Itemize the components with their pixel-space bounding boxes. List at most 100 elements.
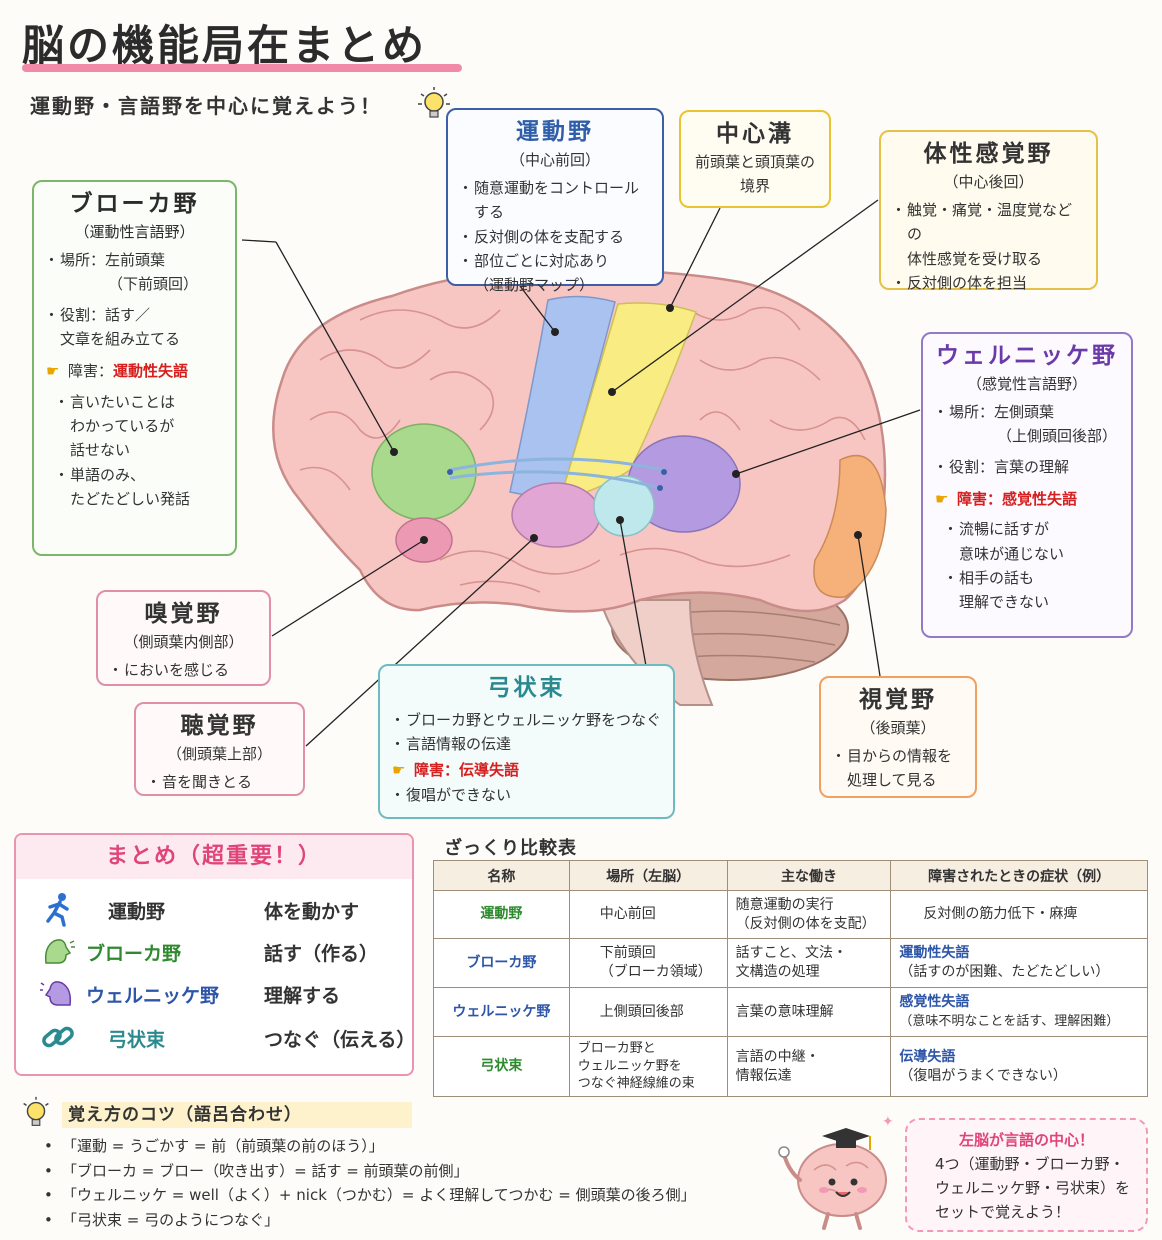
arcuate-disorder-label: 障害： [414, 761, 460, 780]
broca-area-region [371, 423, 477, 521]
bubble-line-1: 4つ（運動野・ブローカ野・ [935, 1155, 1125, 1173]
arcuate-fasciculus-fibers [449, 457, 665, 490]
leader-dots [390, 304, 862, 544]
arcuate-item-1: ブローカ野とウェルニッケ野をつなぐ [390, 708, 661, 733]
table-cell-name: ブローカ野 [433, 938, 570, 988]
summary-name: 運動野 [108, 901, 166, 923]
broca-heading: ブローカ野 [69, 191, 200, 217]
comparison-table-title: ざっくり比較表 [444, 838, 577, 859]
bubble-line-3: セットで覚えよう！ [935, 1203, 1071, 1221]
table-cell-symptom: 運動性失語（話すのが困難、たどたどしい） [890, 938, 1148, 988]
table-header: 障害されたときの症状（例） [890, 860, 1148, 891]
brain-mascot-icon: ✦ [778, 1114, 894, 1230]
arcuate-fasciculus-box: 弓状束 ブローカ野とウェルニッケ野をつなぐ 言語情報の伝達 ☛障害：伝導失語 復… [378, 664, 675, 819]
table-cell-place: 上側頭回後部 [568, 987, 728, 1037]
broca-disorder-name: 運動性失語 [113, 362, 189, 381]
table-cell-func: 言葉の意味理解 [726, 987, 892, 1037]
olfactory-heading: 嗅覚野 [144, 601, 223, 627]
summary-name: ウェルニッケ野 [86, 985, 220, 1007]
memory-tips-heading: 覚え方のコツ（語呂合わせ） [62, 1102, 412, 1128]
leader-lines [241, 199, 921, 747]
summary-row-broca: ブローカ野 話す（作る） [36, 933, 406, 973]
table-header: 名称 [433, 860, 570, 891]
gyri-lines [299, 306, 866, 593]
running-person-icon [46, 893, 69, 927]
table-cell-place: ブローカ野とウェルニッケ野をつなぐ神経線維の束 [568, 1036, 728, 1097]
table-cell-name: 運動野 [433, 890, 570, 939]
page-title: 脳の機能局在まとめ [22, 21, 428, 70]
broca-symptom-2: 単語のみ、たどたどしい発話 [54, 463, 223, 512]
summary-row-wernicke: ウェルニッケ野 理解する [36, 975, 406, 1015]
arcuate-area-region [593, 475, 655, 537]
arcuate-heading: 弓状束 [487, 675, 566, 701]
svg-text:✦: ✦ [882, 1114, 894, 1130]
table-row: 運動野 中心前回 随意運動の実行（反対側の体を支配） 反対側の筋力低下・麻痺 [433, 890, 1148, 939]
table-cell-symptom: 伝導失語（復唱がうまくできない） [890, 1036, 1148, 1097]
broca-role-detail: 文章を組み立てる [60, 330, 181, 349]
table-header: 主な働き [726, 860, 892, 891]
arcuate-extra: 復唱ができない [390, 783, 661, 808]
brain-diagram [241, 199, 921, 747]
wernicke-heading: ウェルニッケ野 [936, 343, 1118, 369]
olfactory-sub: （側頭葉内側部） [123, 632, 244, 651]
olfactory-area-box: 嗅覚野 （側頭葉内側部） においを感じる [96, 590, 271, 686]
table-cell-symptom: 反対側の筋力低下・麻痺 [890, 890, 1148, 939]
listening-head-icon [40, 981, 72, 1006]
central-heading: 中心溝 [716, 121, 794, 147]
page-subtitle: 運動野・言語野を中心に覚えよう！ [30, 94, 382, 118]
pointing-hand-icon: ☛ [935, 490, 949, 509]
table-row: ブローカ野 下前頭回（ブローカ領域） 話すこと、文法・文構造の処理 運動性失語（… [433, 938, 1148, 988]
wernicke-place-detail: （上側頭回後部） [997, 427, 1118, 446]
motor-area-box: 運動野 （中心前回） 随意運動をコントロールする 反対側の体を支配する 部位ごと… [446, 108, 664, 294]
motor-item-3-detail: （運動野マップ） [474, 276, 595, 295]
lightbulb-icon [418, 87, 450, 118]
soma-heading: 体性感覚野 [923, 141, 1054, 167]
summary-row-motor: 運動野 体を動かす [36, 891, 406, 931]
broca-disorder-label: 障害： [68, 362, 114, 381]
wernicke-area-box: ウェルニッケ野 （感覚性言語野） 場所：左側頭葉 （上側頭回後部） 役割：言葉の… [921, 332, 1133, 638]
summary-name: 弓状束 [108, 1029, 166, 1051]
speech-bubble: 左脳が言語の中心！ 4つ（運動野・ブローカ野・ ウェルニッケ野・弓状束）を セッ… [905, 1118, 1148, 1232]
memory-tips-list: 「運動 = うごかす = 前（前頭葉の前のほう）」 「ブローカ = ブロー（吹き… [44, 1134, 696, 1232]
table-cell-name: ウェルニッケ野 [433, 987, 570, 1037]
visual-area-region [813, 454, 887, 598]
table-row: 弓状束 ブローカ野とウェルニッケ野をつなぐ神経線維の束 言語の中継・情報伝達 伝… [433, 1036, 1148, 1097]
wernicke-place: 場所：左側頭葉 [933, 400, 1119, 425]
memory-tip: 「運動 = うごかす = 前（前頭葉の前のほう）」 [44, 1134, 696, 1159]
soma-sub: （中心後回） [943, 172, 1034, 191]
arcuate-disorder-name: 伝導失語 [459, 761, 520, 780]
memory-tip: 「弓状束 = 弓のようにつなぐ」 [44, 1208, 696, 1233]
summary-desc: 話す（作る） [264, 943, 379, 965]
wernicke-role: 役割：言葉の理解 [933, 455, 1119, 480]
table-row: ウェルニッケ野 上側頭回後部 言葉の意味理解 感覚性失語（意味不明なことを話す、… [433, 987, 1148, 1037]
comparison-table: 名称 場所（左脳） 主な働き 障害されたときの症状（例） 運動野 中心前回 随意… [433, 860, 1148, 1097]
summary-box: まとめ（超重要！） 運動野 体を動かす ブローカ野 話す（作る） ウェルニッケ野… [14, 833, 416, 1076]
arcuate-item-2: 言語情報の伝達 [390, 732, 661, 757]
broca-sub: （運動性言語野） [74, 222, 195, 241]
table-cell-func: 随意運動の実行（反対側の体を支配） [726, 890, 892, 939]
auditory-heading: 聴覚野 [180, 713, 259, 739]
summary-name: ブローカ野 [86, 943, 182, 965]
memory-tip: 「ウェルニッケ = well（よく）+ nick（つかむ）= よく理解してつかむ… [44, 1183, 696, 1208]
wernicke-sub: （感覚性言語野） [966, 374, 1087, 393]
summary-desc: つなぐ（伝える） [264, 1029, 416, 1051]
soma-item-2: 反対側の体を担当 [891, 271, 1084, 296]
table-header: 場所（左脳） [568, 860, 728, 891]
title-underline [22, 64, 462, 72]
broca-place: 場所：左前頭葉 [44, 248, 223, 273]
pointing-hand-icon: ☛ [46, 362, 60, 381]
lightbulb-icon [23, 1096, 49, 1126]
visual-heading: 視覚野 [859, 687, 937, 713]
visual-sub: （後頭葉） [860, 718, 936, 737]
broca-area-box: ブローカ野 （運動性言語野） 場所：左前頭葉 （下前頭回） 役割：話す／ 文章を… [32, 180, 237, 556]
summary-desc: 体を動かす [264, 901, 360, 923]
auditory-area-region [511, 482, 601, 548]
central-sulcus-box: 中心溝 前頭葉と頭頂葉の 境界 [679, 110, 831, 208]
